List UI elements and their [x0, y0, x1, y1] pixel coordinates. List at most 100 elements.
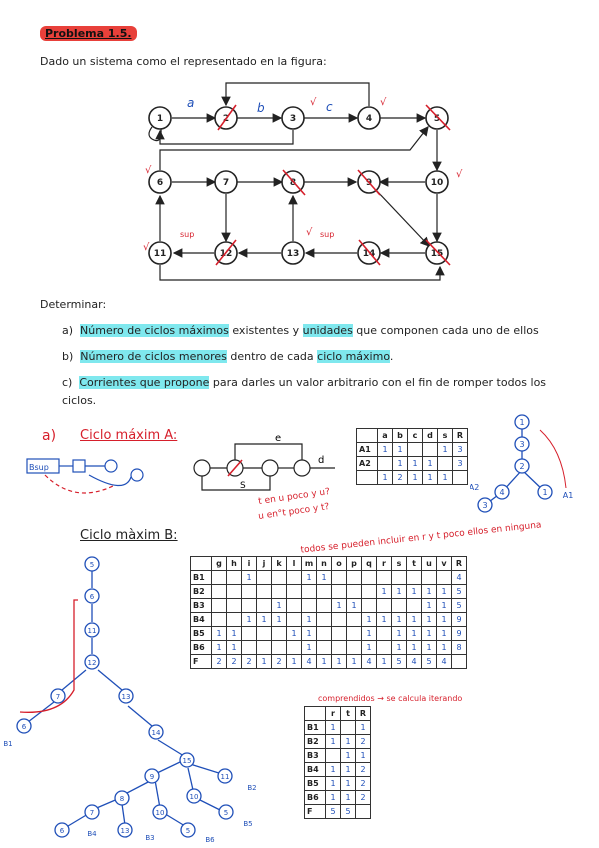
table-b-header-cell: s — [391, 556, 407, 571]
table-b-cell — [376, 570, 392, 585]
table-c-cell: 1 — [340, 748, 356, 763]
node-12: 12 — [220, 249, 233, 259]
table-b-cell — [316, 584, 332, 599]
svg-text:15: 15 — [183, 757, 192, 765]
table-b-header-cell: k — [271, 556, 287, 571]
svg-text:d: d — [318, 455, 324, 466]
table-b-cell — [271, 584, 287, 599]
svg-text:Bsup: Bsup — [29, 463, 49, 472]
table-b-cell: 1 — [331, 598, 347, 613]
table-c-cell: B6 — [304, 790, 326, 805]
table-b-cell: 1 — [406, 640, 422, 655]
svg-text:3: 3 — [519, 440, 524, 449]
table-a-header-cell — [356, 428, 378, 443]
table-c-cell: 2 — [355, 790, 371, 805]
node-5: 5 — [434, 114, 440, 124]
svg-text:5: 5 — [90, 561, 94, 569]
table-a-header-cell: c — [407, 428, 423, 443]
node-4: 4 — [366, 114, 372, 124]
edge-c: c — [326, 100, 333, 114]
svg-text:B3: B3 — [145, 834, 154, 842]
svg-text:1: 1 — [519, 418, 524, 427]
table-c-header-cell: r — [325, 706, 341, 721]
table-b-cell: 1 — [436, 626, 452, 641]
table-b-header-cell: v — [436, 556, 452, 571]
table-b-header-cell: p — [346, 556, 362, 571]
table-b-cell — [286, 598, 302, 613]
table-b-cell — [346, 570, 362, 585]
table-b-cell — [286, 584, 302, 599]
svg-text:A2: A2 — [470, 483, 479, 492]
table-c-cell: 5 — [340, 804, 356, 819]
table-b-cell — [436, 570, 452, 585]
ciclo-maxim-a: Ciclo máxim A: — [80, 428, 178, 443]
table-a-cell: 2 — [392, 470, 408, 485]
table-b-cell: 1 — [286, 626, 302, 641]
table-c-cell: B3 — [304, 748, 326, 763]
table-b-cell — [406, 570, 422, 585]
table-b-cell — [391, 598, 407, 613]
table-c-cell: B1 — [304, 720, 326, 735]
table-b-cell: 4 — [451, 570, 467, 585]
table-b-cell — [301, 584, 317, 599]
sketch-small-graph: Bsup — [26, 458, 144, 494]
svg-text:5: 5 — [186, 827, 190, 835]
question-a: a) Número de ciclos máximos existentes y… — [62, 324, 539, 337]
table-b-cell — [286, 612, 302, 627]
table-b-cell: 1 — [421, 584, 437, 599]
svg-text:B1: B1 — [3, 740, 12, 748]
node-3: 3 — [290, 114, 296, 124]
svg-text:10: 10 — [190, 793, 199, 801]
table-b-cell: 1 — [421, 612, 437, 627]
table-c-cell — [340, 720, 356, 735]
table-b-cell — [361, 584, 377, 599]
svg-text:10: 10 — [156, 809, 165, 817]
table-c-cell: 1 — [325, 720, 341, 735]
table-c-cell: 1 — [355, 748, 371, 763]
node-8: 8 — [290, 178, 296, 188]
svg-text:B4: B4 — [87, 830, 97, 838]
table-b-cell — [346, 612, 362, 627]
table-b-cell: 1 — [361, 640, 377, 655]
node-10: 10 — [431, 178, 444, 188]
table-c-cell: 2 — [355, 776, 371, 791]
determinar-label: Determinar: — [40, 298, 107, 311]
table-b-cell — [421, 570, 437, 585]
table-b-cell: 1 — [436, 598, 452, 613]
svg-text:√: √ — [306, 227, 313, 238]
table-b-cell — [301, 598, 317, 613]
table-b-cell: 2 — [226, 654, 242, 669]
table-b-cell: 5 — [451, 584, 467, 599]
table-c-header-cell — [304, 706, 326, 721]
table-b-cell: 1 — [301, 626, 317, 641]
table-a-cell: 1 — [407, 470, 423, 485]
table-c-cell: B5 — [304, 776, 326, 791]
table-b-cell: F — [190, 654, 212, 669]
svg-text:B2: B2 — [247, 784, 256, 792]
table-c-cell: 1 — [340, 734, 356, 749]
table-b-cell: 1 — [421, 640, 437, 655]
table-b-cell: 1 — [436, 584, 452, 599]
table-a-cell — [377, 456, 393, 471]
svg-text:8: 8 — [120, 795, 124, 803]
svg-text:A1: A1 — [563, 491, 574, 500]
table-c-cell: 5 — [325, 804, 341, 819]
node-11: 11 — [154, 249, 167, 259]
table-b-cell: 1 — [376, 654, 392, 669]
table-b-cell — [316, 640, 332, 655]
svg-text:B5: B5 — [243, 820, 252, 828]
table-b-cell — [361, 598, 377, 613]
table-b-header-cell: u — [421, 556, 437, 571]
table-b-header-cell: l — [286, 556, 302, 571]
ciclo-maxim-b: Ciclo màxim B: — [80, 528, 178, 543]
svg-text:sup: sup — [180, 230, 194, 239]
question-b: b) Número de ciclos menores dentro de ca… — [62, 350, 394, 363]
table-a-cell — [422, 442, 438, 457]
svg-text:4: 4 — [499, 488, 504, 497]
